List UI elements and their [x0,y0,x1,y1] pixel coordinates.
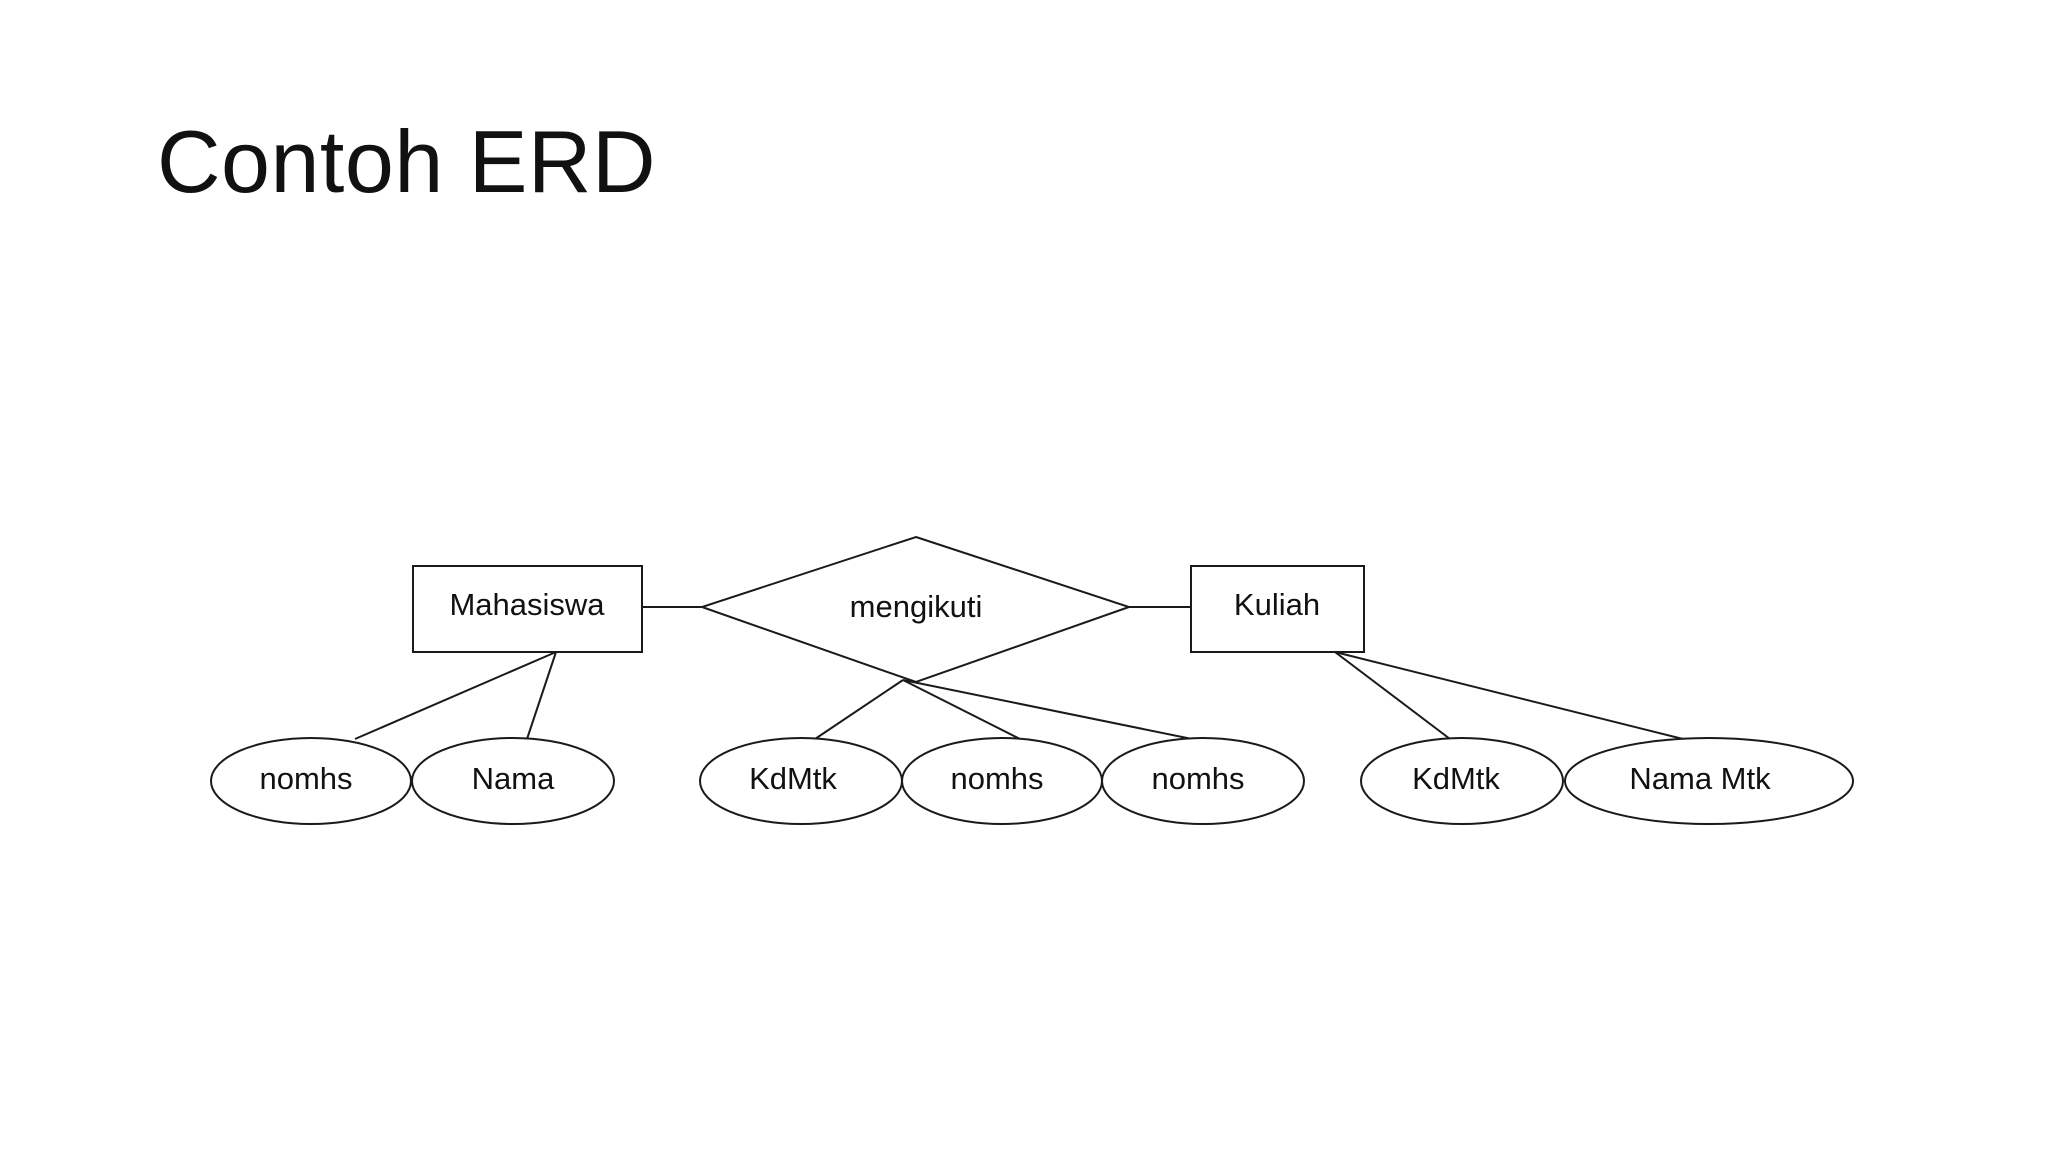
entity-label: Kuliah [1234,587,1320,622]
attribute-mhs-nama: Nama [411,737,615,825]
attribute-ellipse [1360,737,1564,825]
link-mengikuti-nomhs-2 [902,679,1193,740]
attribute-kul-namamtk: Nama Mtk [1564,737,1854,825]
relationship-diamond [698,535,1133,684]
slide-title: Contoh ERD [157,112,657,211]
entity-box [412,565,643,653]
attribute-ellipse [411,737,615,825]
attribute-rel-nomhs-1: nomhs [901,737,1103,825]
attribute-rel-nomhs-2: nomhs [1101,737,1305,825]
attribute-ellipse [1564,737,1854,825]
link-mahasiswa-nama [526,651,557,740]
attribute-label: Nama Mtk [1629,761,1771,796]
relationship-label: mengikuti [850,589,983,624]
link-mengikuti-nomhs-1 [902,679,1021,740]
attribute-label: KdMtk [749,761,837,796]
attribute-rel-kdmtk: KdMtk [699,737,903,825]
attribute-label: KdMtk [1412,761,1500,796]
entity-label: Mahasiswa [449,587,605,622]
attribute-label: nomhs [1151,761,1244,796]
link-kuliah-namamtk [1334,651,1684,740]
attribute-kul-kdmtk: KdMtk [1360,737,1564,825]
attribute-label: nomhs [950,761,1043,796]
entity-mahasiswa: Mahasiswa [412,565,643,653]
attribute-label: nomhs [259,761,352,796]
entity-box [1190,565,1365,653]
link-mahasiswa-nomhs [354,651,557,740]
attribute-mhs-nomhs: nomhs [210,737,412,825]
relationship-mengikuti: mengikuti [698,535,1133,684]
link-mengikuti-kdmtk [814,679,904,740]
entity-kuliah: Kuliah [1190,565,1365,653]
attribute-label: Nama [472,761,555,796]
attribute-ellipse [1101,737,1305,825]
link-kuliah-kdmtk [1334,651,1451,740]
